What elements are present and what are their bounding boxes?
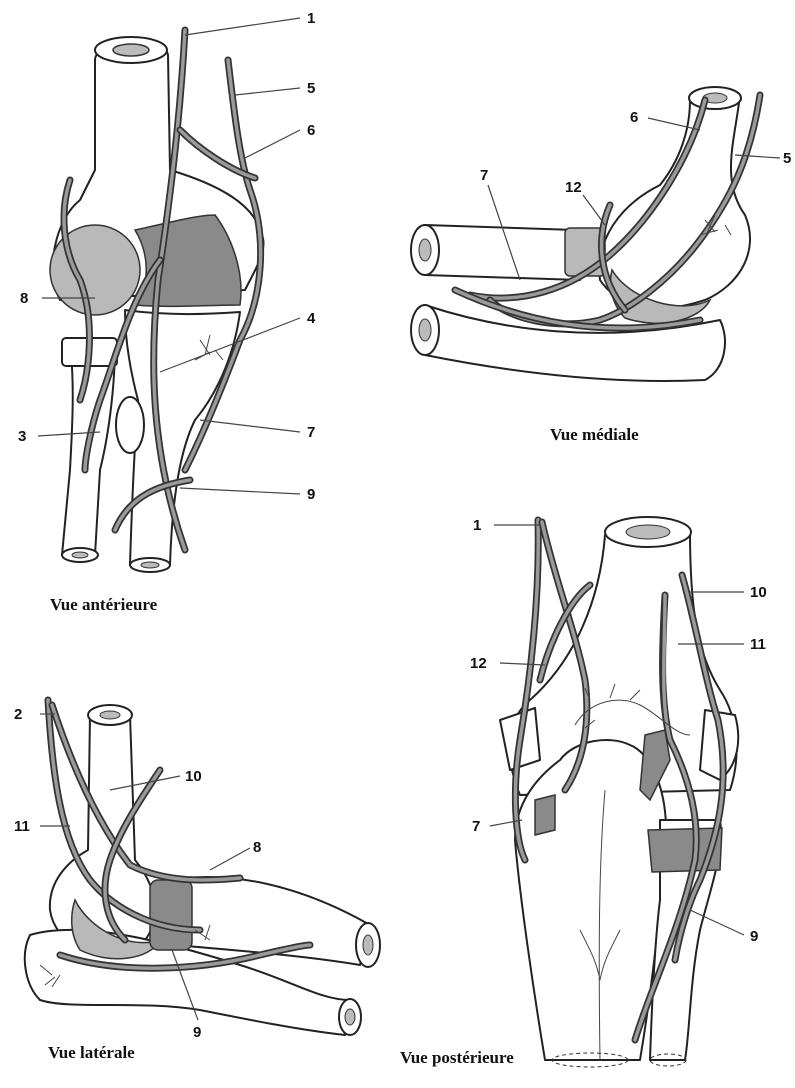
medial-label-5: 5 [783,150,791,167]
anterior-label-6: 6 [307,122,315,139]
lateral-view: 2 10 11 8 9 Vue latérale [14,700,380,1062]
posterior-view: 1 10 11 12 7 9 Vue postérieure [400,517,767,1067]
lateral-label-9: 9 [193,1024,201,1041]
medial-view: 6 5 7 12 Vue médiale [411,87,791,444]
medial-label-7: 7 [480,167,488,184]
lateral-label-11: 11 [14,818,30,835]
posterior-caption: Vue postérieure [400,1048,514,1067]
anterior-label-4: 4 [307,310,316,327]
medial-label-12: 12 [565,179,582,196]
lateral-label-8: 8 [253,839,261,856]
lateral-radial-head [150,880,192,950]
posterior-label-1: 1 [473,517,481,534]
posterior-label-7: 7 [472,818,480,835]
anterior-caption: Vue antérieure [50,595,158,614]
anterior-label-7: 7 [307,424,315,441]
anterior-view: 1 5 6 8 4 3 7 9 Vue antérieure [18,10,316,614]
medial-radius [425,225,580,280]
anterior-label-3: 3 [18,428,26,445]
anterior-label-8: 8 [20,290,28,307]
anterior-label-5: 5 [307,80,315,97]
lateral-caption: Vue latérale [48,1043,135,1062]
anterior-label-9: 9 [307,486,315,503]
medial-caption: Vue médiale [550,425,639,444]
lateral-label-10: 10 [185,768,202,785]
posterior-label-12: 12 [470,655,487,672]
posterior-label-11: 11 [750,636,766,653]
medial-label-6: 6 [630,109,638,126]
posterior-label-10: 10 [750,584,767,601]
anterior-label-1: 1 [307,10,315,27]
lateral-label-2: 2 [14,706,22,723]
posterior-label-9: 9 [750,928,758,945]
